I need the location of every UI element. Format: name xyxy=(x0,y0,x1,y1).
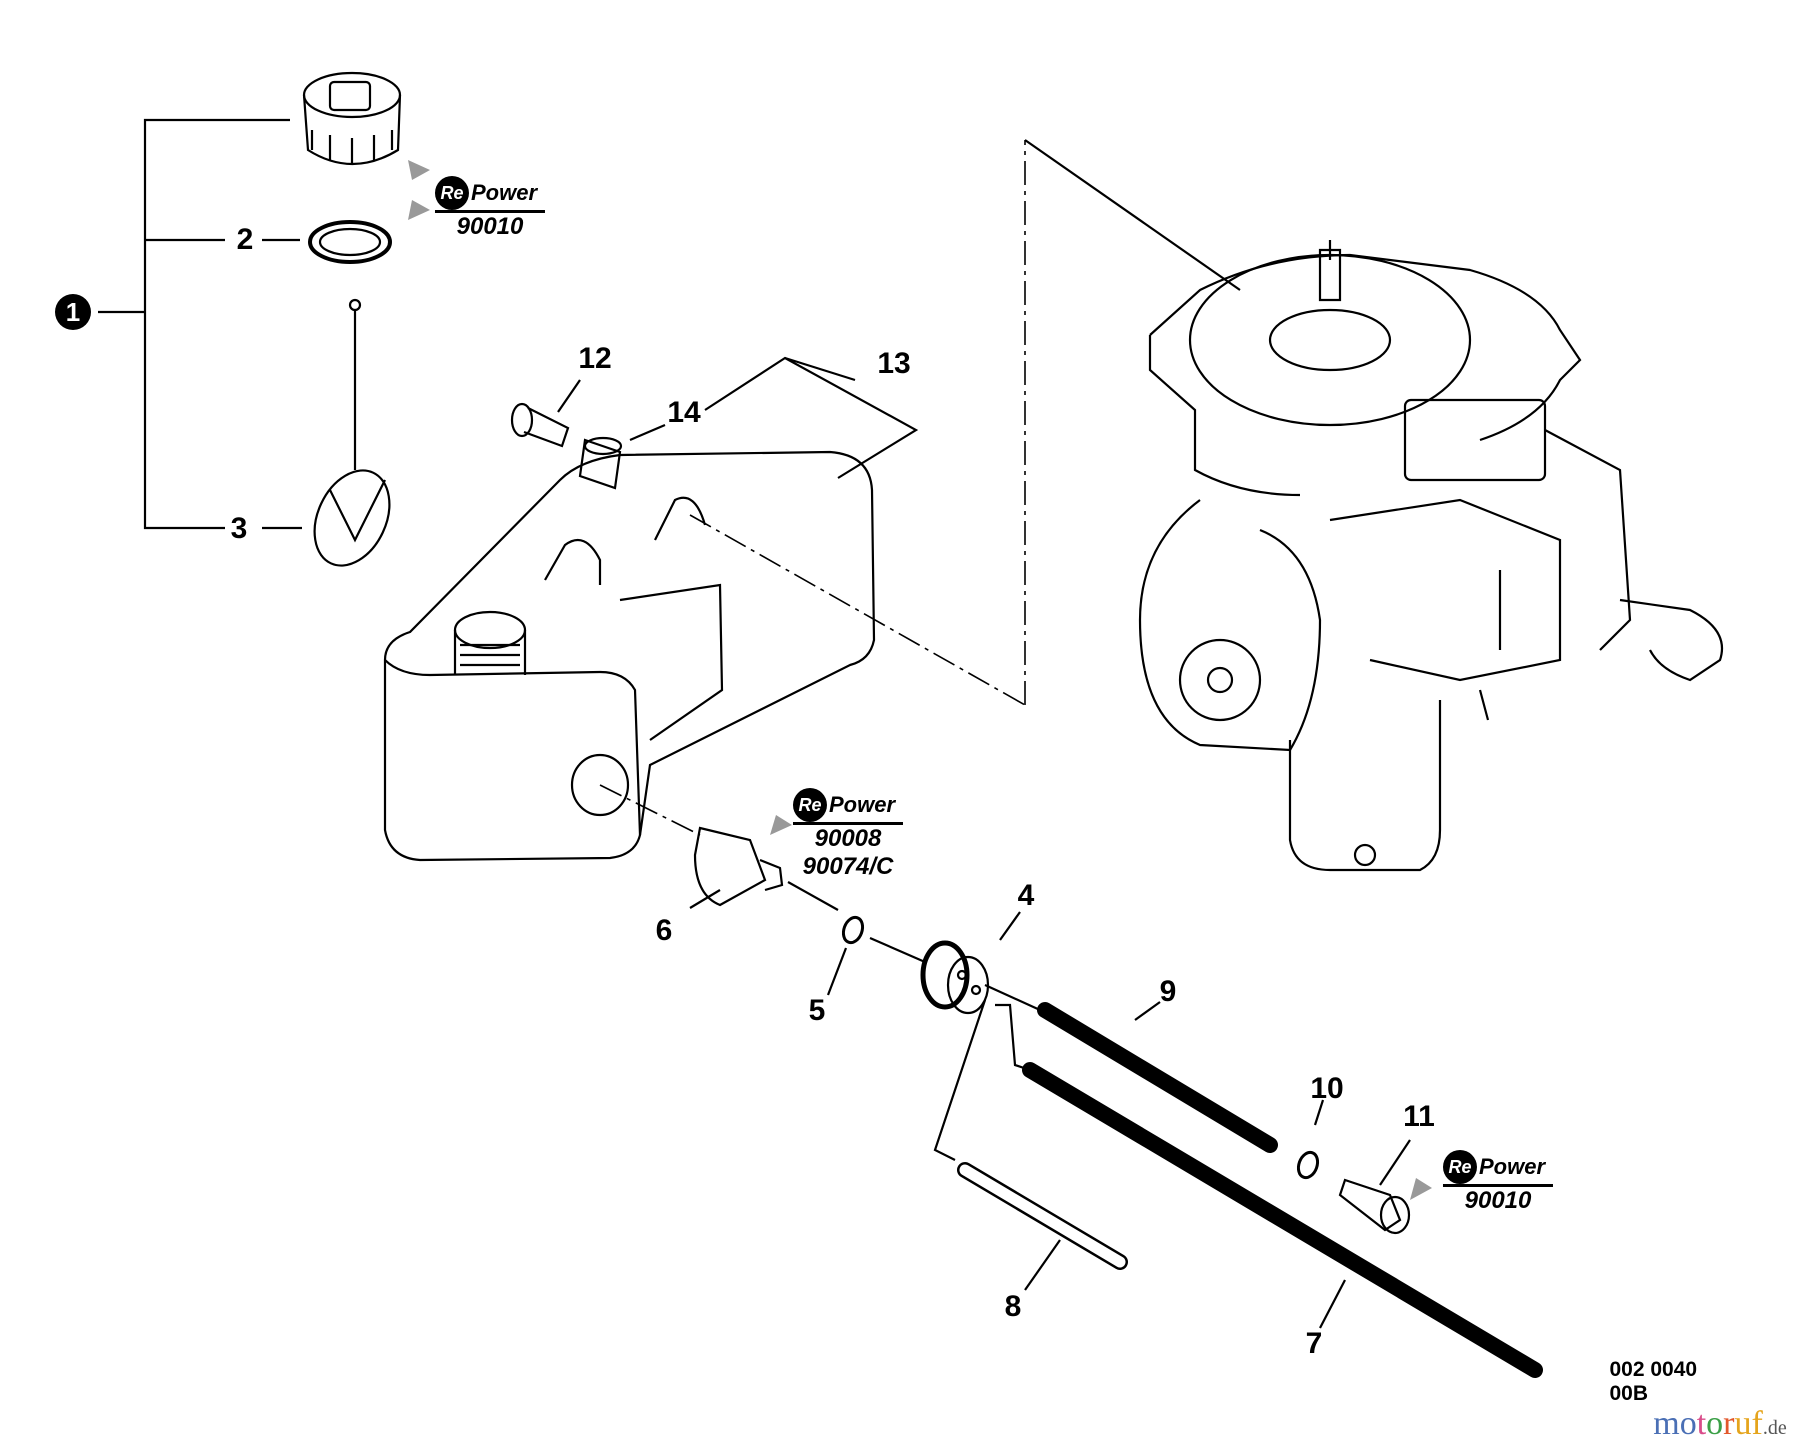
assembly-bracket xyxy=(98,118,302,530)
clip-part xyxy=(1296,1150,1320,1180)
fuel-cap-part xyxy=(302,71,402,165)
callout-6: 6 xyxy=(655,914,673,947)
assembly-number-badge: 1 xyxy=(55,294,91,330)
diagram-code: 002 0040 00B xyxy=(1609,1358,1698,1405)
gasket-part xyxy=(308,220,392,264)
callout-14: 14 xyxy=(667,396,701,429)
callout-2: 2 xyxy=(236,223,254,256)
watermark-letter: r xyxy=(1723,1405,1735,1442)
callout-3: 3 xyxy=(230,512,248,545)
watermark-letter: m xyxy=(1653,1405,1680,1442)
fuel-hose-part xyxy=(1037,1002,1278,1153)
repower-part-number: 90010 xyxy=(456,213,524,240)
watermark-text: motoruf xyxy=(1653,1405,1763,1443)
watermark-letter: o xyxy=(1679,1405,1697,1442)
watermark-letter: o xyxy=(1706,1405,1724,1442)
callout-10: 10 xyxy=(1310,1072,1344,1105)
clip-part xyxy=(841,915,865,945)
watermark-letter: f xyxy=(1751,1405,1763,1442)
callout-5: 5 xyxy=(808,994,826,1027)
fuel-tank-part xyxy=(383,450,876,862)
grommet-part xyxy=(920,940,990,1015)
watermark-letter: t xyxy=(1696,1405,1707,1442)
repower-part-number: 90008 xyxy=(814,825,882,852)
callout-11: 11 xyxy=(1403,1100,1435,1133)
callout-8: 8 xyxy=(1004,1290,1022,1323)
repower-part-number: 90010 xyxy=(1464,1187,1532,1214)
fuel-line-part xyxy=(1022,1062,1543,1378)
callout-7: 7 xyxy=(1305,1327,1323,1360)
engine-assembly xyxy=(1138,240,1724,872)
watermark-suffix: .de xyxy=(1762,1417,1787,1439)
callout-13: 13 xyxy=(877,347,911,380)
retainer-part xyxy=(313,298,391,567)
callout-9: 9 xyxy=(1159,975,1177,1008)
callout-12: 12 xyxy=(578,342,612,375)
callout-4: 4 xyxy=(1017,879,1035,912)
fuel-filter-part xyxy=(693,826,784,907)
watermark: motoruf.de xyxy=(1653,1405,1786,1443)
watermark-letter: u xyxy=(1734,1405,1752,1442)
repower-part-number: 90074/C xyxy=(802,853,894,880)
screw-part xyxy=(510,402,570,448)
vent-part xyxy=(1338,1178,1411,1235)
bushing-part xyxy=(578,436,623,490)
